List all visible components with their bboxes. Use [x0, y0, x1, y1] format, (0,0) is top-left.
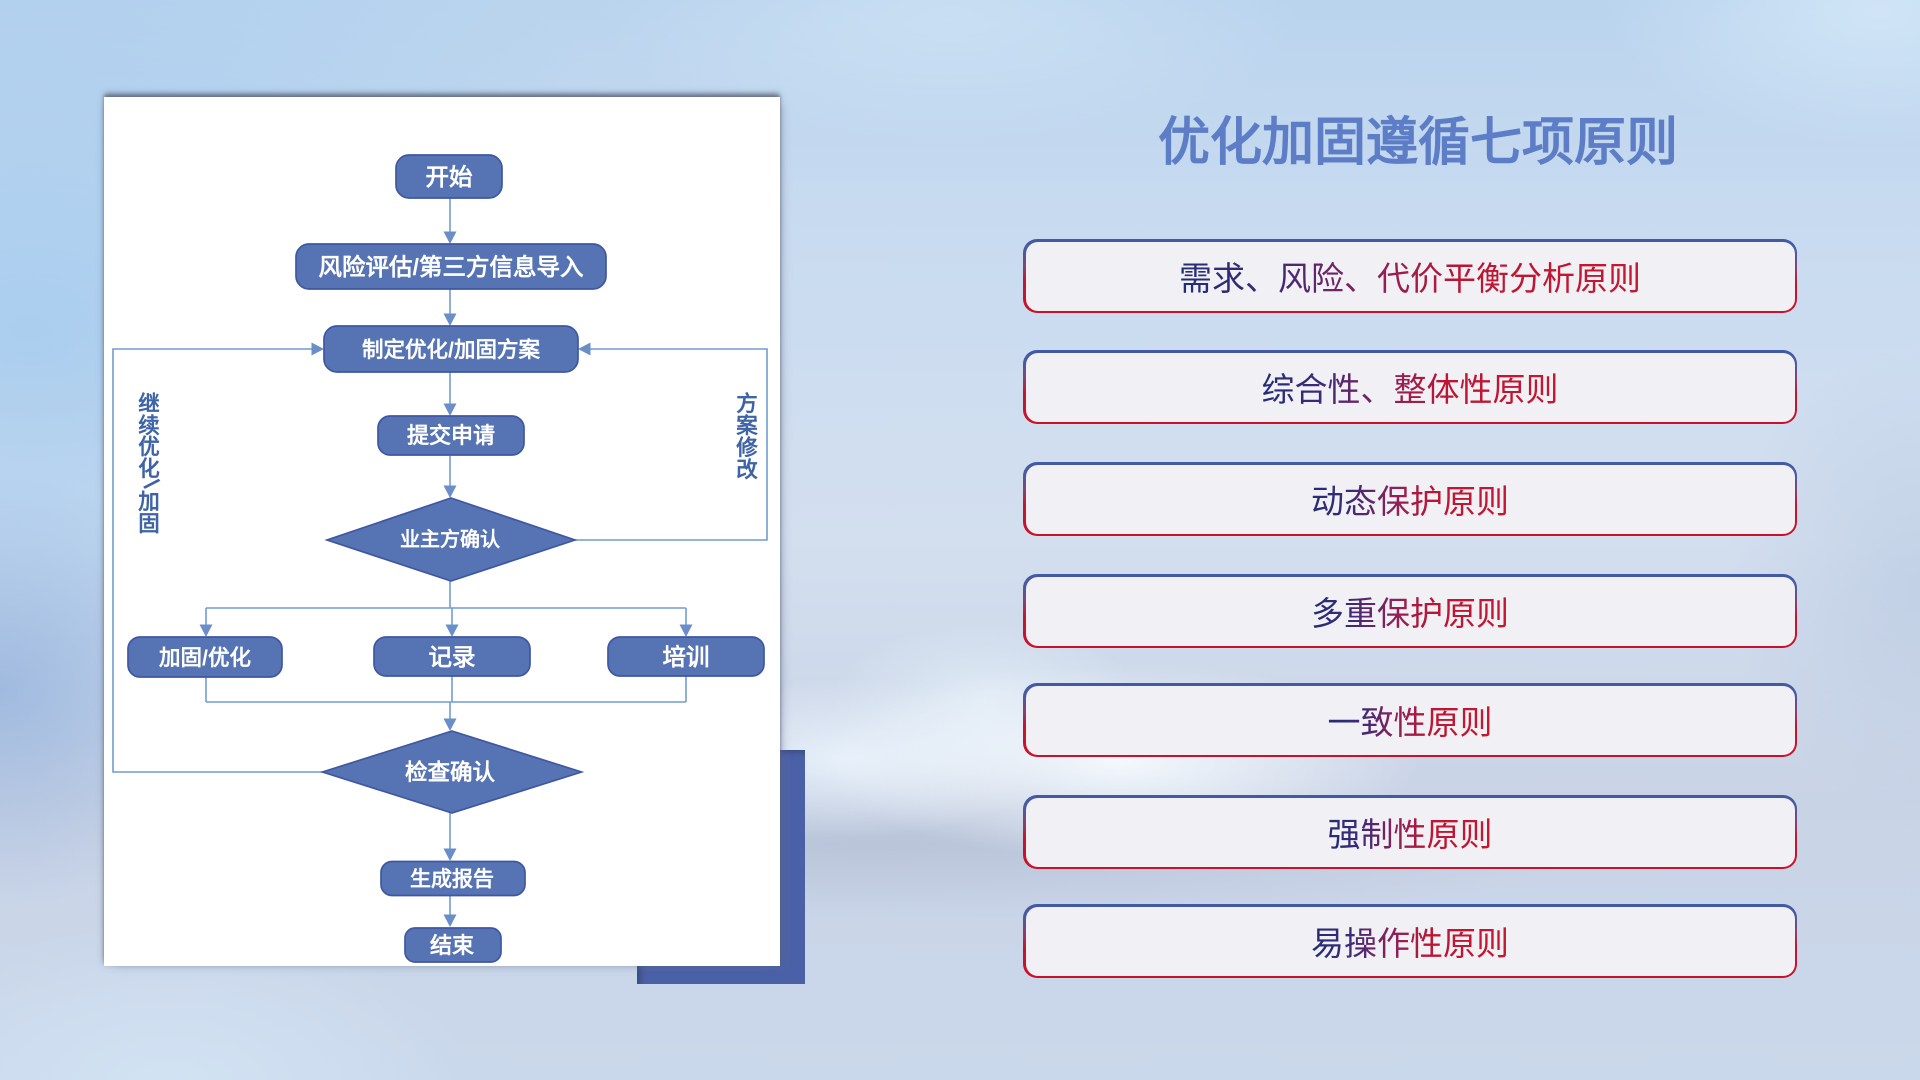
svg-text:生成报告: 生成报告	[410, 867, 494, 891]
svg-text:培训: 培训	[663, 643, 710, 670]
svg-text:检查确认: 检查确认	[405, 759, 496, 785]
svg-text:记录: 记录	[429, 644, 476, 670]
svg-text:开始: 开始	[426, 164, 473, 190]
svg-text:结束: 结束	[430, 933, 475, 958]
svg-text:加固/优化: 加固/优化	[158, 645, 251, 670]
svg-text:业主方确认: 业主方确认	[400, 527, 501, 551]
svg-text:提交申请: 提交申请	[407, 423, 495, 448]
svg-text:制定优化/加固方案: 制定优化/加固方案	[362, 337, 540, 362]
svg-text:风险评估/第三方信息导入: 风险评估/第三方信息导入	[318, 253, 584, 280]
